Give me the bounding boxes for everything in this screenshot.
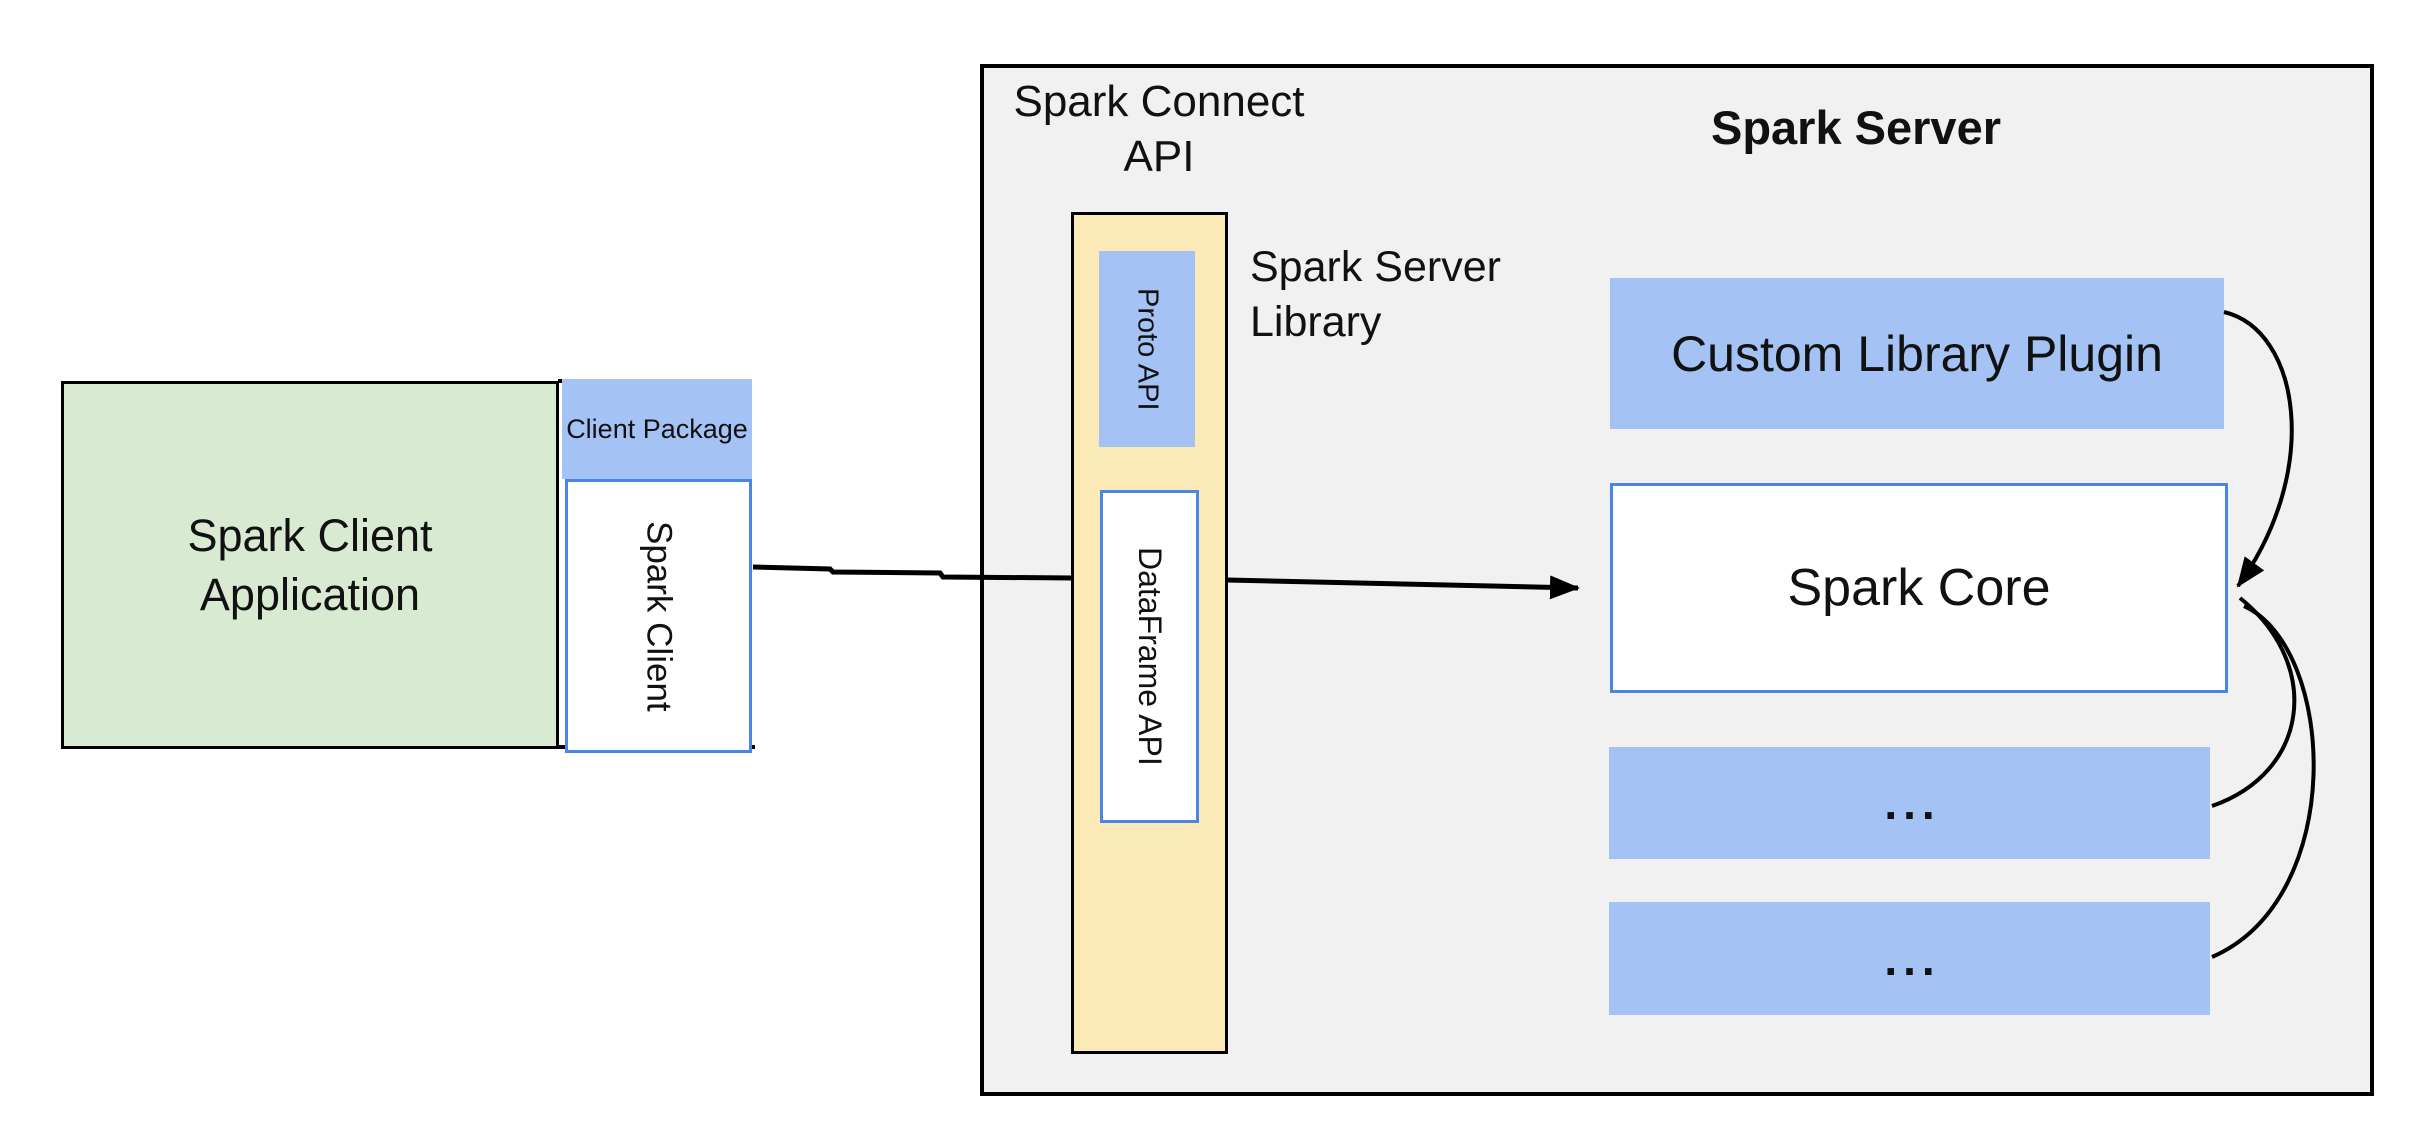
spark-client-application-label: Spark Client Application — [187, 509, 433, 620]
plugin-placeholder-2-label: ... — [1884, 932, 1941, 985]
proto-api-box: Proto API — [1099, 251, 1195, 447]
plugin-placeholder-box-2: ... — [1609, 902, 2210, 1015]
spark-core-box: Spark Core — [1610, 483, 2228, 693]
spark-connect-api-label: Spark Connect API — [1013, 77, 1305, 182]
client-package-box: Client Package — [562, 379, 752, 479]
spark-server-title: Spark Server — [1710, 101, 2002, 154]
dataframe-api-label: DataFrame API — [1132, 547, 1168, 766]
dataframe-api-box: DataFrame API — [1100, 490, 1199, 823]
custom-library-plugin-box: Custom Library Plugin — [1610, 278, 2224, 429]
spark-client-label: Spark Client — [639, 520, 679, 712]
spark-client-box: Spark Client — [565, 479, 752, 753]
plugin-placeholder-1-label: ... — [1884, 777, 1941, 829]
proto-api-label: Proto API — [1131, 287, 1164, 411]
custom-library-plugin-label: Custom Library Plugin — [1671, 325, 2163, 382]
client-package-label: Client Package — [566, 413, 748, 444]
spark-server-library-label: Spark Server Library — [1250, 243, 1501, 347]
spark-core-label: Spark Core — [1787, 559, 2051, 617]
plugin-placeholder-box-1: ... — [1609, 747, 2210, 859]
spark-client-application-box: Spark Client Application — [61, 381, 559, 749]
